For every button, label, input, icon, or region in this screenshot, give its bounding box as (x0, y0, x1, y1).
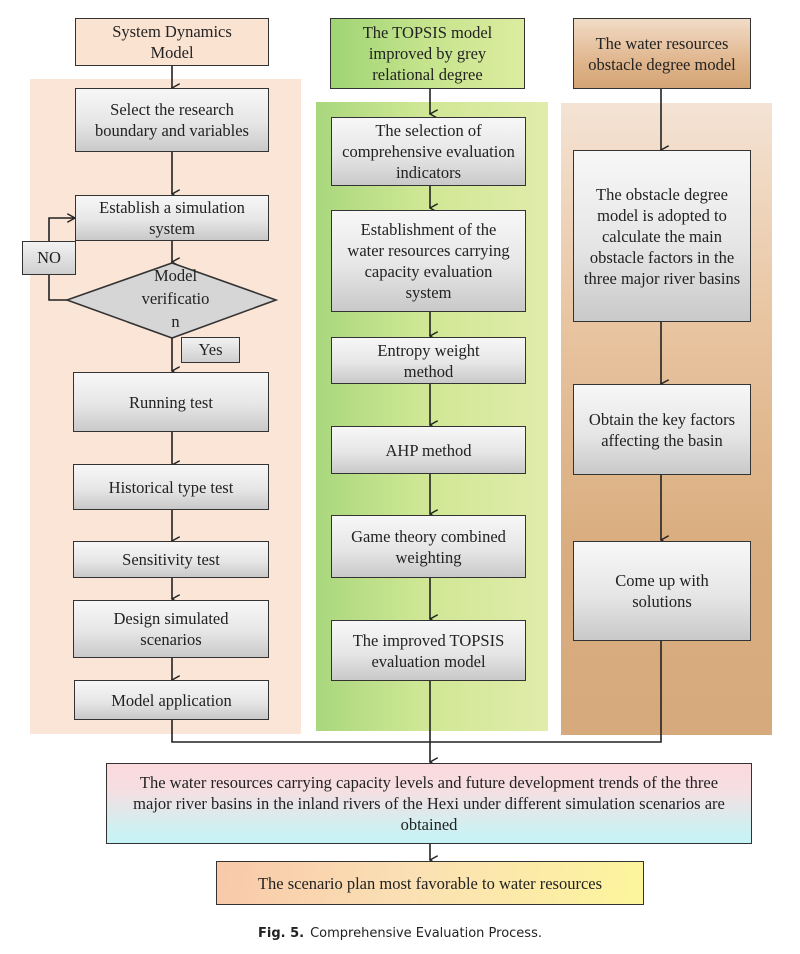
step-improved-topsis: The improved TOPSIS evaluation model (331, 620, 526, 681)
step-sensitivity-test: Sensitivity test (73, 541, 269, 578)
line-application-to-merge (171, 719, 430, 743)
system-dynamics-header: System Dynamics Model (75, 18, 269, 66)
obstacle-degree-header: The water resources obstacle degree mode… (573, 18, 751, 89)
final-plan-box: The scenario plan most favorable to wate… (216, 861, 644, 905)
step-game-theory: Game theory combined weighting (331, 515, 526, 578)
result-box: The water resources carrying capacity le… (106, 763, 752, 844)
step-key-factors: Obtain the key factors affecting the bas… (573, 384, 751, 475)
no-label: NO (22, 241, 76, 275)
caption-label: Fig. 5. (258, 926, 305, 941)
step-solutions: Come up with solutions (573, 541, 751, 641)
step-evaluation-system: Establishment of the water resources car… (331, 210, 526, 312)
step-running-test: Running test (73, 372, 269, 432)
line-solutions-to-merge (430, 640, 662, 743)
system-dynamics-header-text: System Dynamics Model (112, 22, 232, 62)
step-select-boundary-text: Select the research boundary and variabl… (95, 100, 249, 140)
step-select-boundary: Select the research boundary and variabl… (75, 88, 269, 152)
step-selection-indicators: The selection of comprehensive evaluatio… (331, 117, 526, 186)
figure-caption: Fig. 5. Comprehensive Evaluation Process. (0, 926, 800, 941)
step-establish-simulation: Establish a simulation system (75, 195, 269, 241)
model-verification-text: Model verificatio n (141, 266, 210, 331)
caption-text: Comprehensive Evaluation Process. (310, 926, 542, 941)
step-establish-simulation-text: Establish a simulation system (99, 198, 245, 238)
step-obstacle-calculation: The obstacle degree model is adopted to … (573, 150, 751, 322)
step-historical-type-test: Historical type test (73, 464, 269, 510)
topsis-header: The TOPSIS model improved by grey relati… (330, 18, 525, 89)
yes-label: Yes (181, 337, 240, 363)
step-model-application: Model application (74, 680, 269, 720)
step-ahp-method: AHP method (331, 426, 526, 474)
step-entropy-weight: Entropy weight method (331, 337, 526, 384)
step-design-scenarios: Design simulated scenarios (73, 600, 269, 658)
